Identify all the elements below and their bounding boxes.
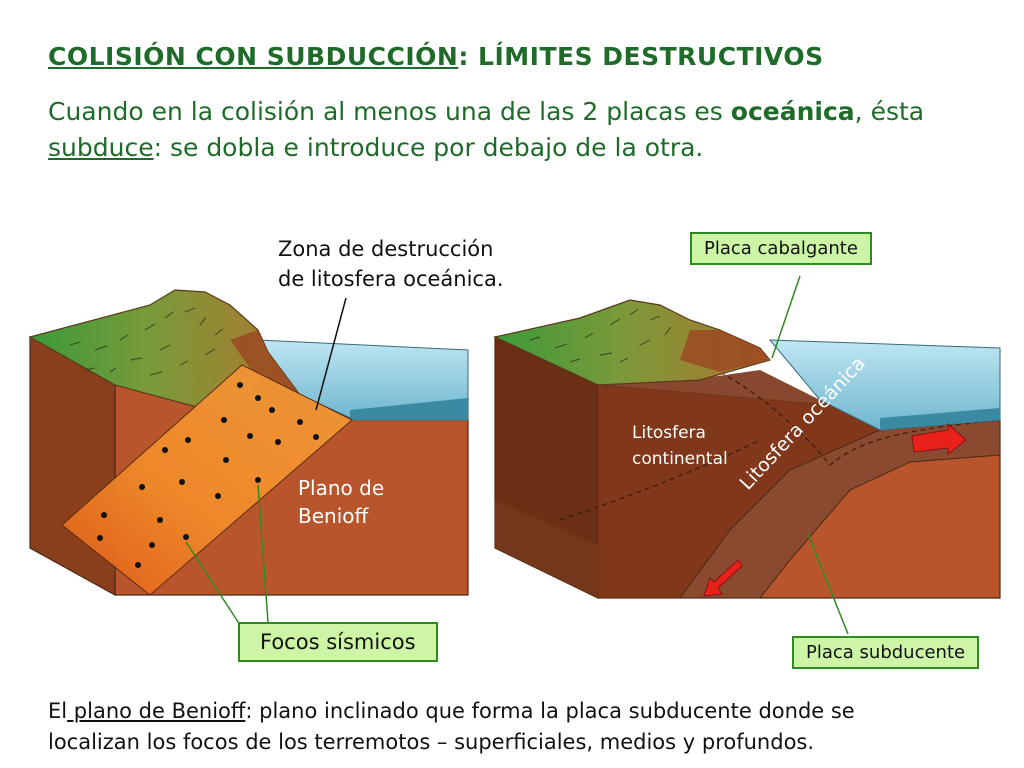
placa-subducente-box: Placa subducente xyxy=(792,636,980,669)
left-sea-front xyxy=(350,398,468,420)
focus-dot xyxy=(221,417,227,423)
slab-top-dashed xyxy=(559,439,761,521)
benioff-plane xyxy=(61,364,353,596)
right-terrain-lines xyxy=(529,308,672,363)
cabalgante-leader-line xyxy=(771,275,801,359)
title-underlined: COLISIÓN CON SUBDUCCIÓN xyxy=(48,42,459,71)
left-terrain-lines xyxy=(69,307,224,376)
focus-dot xyxy=(215,493,221,499)
focus-dot xyxy=(313,434,319,440)
placa-cabalgante-box: Placa cabalgante xyxy=(690,232,872,265)
focus-dot xyxy=(237,382,243,388)
focus-dot xyxy=(223,457,229,463)
focus-dot xyxy=(255,477,261,483)
focus-dot xyxy=(97,535,103,541)
benioff-label-line1: Plano de xyxy=(298,476,385,500)
continental-lithosphere xyxy=(598,370,880,598)
focus-dot xyxy=(135,562,141,568)
intro-text: Cuando en la colisión al menos una de la… xyxy=(48,94,998,166)
bottom-line1: El plano de Benioff: plano inclinado que… xyxy=(48,696,1008,727)
focus-dot xyxy=(149,542,155,548)
bottom-definition: El plano de Benioff: plano inclinado que… xyxy=(48,696,1008,758)
benioff-label-line2: Benioff xyxy=(298,504,369,528)
red-arrow-right xyxy=(911,422,967,456)
bottom-line2: localizan los focos de los terremotos – … xyxy=(48,730,815,754)
oceanic-slab xyxy=(679,419,1001,599)
plate-boundary-dashed xyxy=(719,371,1001,466)
focus-dot xyxy=(101,512,107,518)
intro-part1: Cuando en la colisión al menos una de la… xyxy=(48,97,731,126)
litosfera-continental-line1: Litosfera xyxy=(632,423,706,443)
bottom-prefix: El xyxy=(48,699,68,723)
slab-side xyxy=(495,500,598,598)
focus-dot xyxy=(255,395,261,401)
litosfera-continental-label: Litosfera continental xyxy=(632,420,728,472)
page-title: COLISIÓN CON SUBDUCCIÓN: LÍMITES DESTRUC… xyxy=(48,42,824,71)
zone-leader-line xyxy=(315,297,347,411)
left-block xyxy=(28,289,469,629)
intro-part3: : se dobla e introduce por debajo de la … xyxy=(153,133,704,162)
focus-dot xyxy=(247,433,253,439)
zone-label: Zona de destrucción de litosfera oceánic… xyxy=(278,234,504,294)
litosfera-continental-line2: continental xyxy=(632,449,728,469)
title-rest: : LÍMITES DESTRUCTIVOS xyxy=(458,42,824,71)
left-slope xyxy=(230,330,350,425)
right-sea-front xyxy=(880,408,1000,430)
focus-dot xyxy=(162,447,168,453)
red-arrow-left xyxy=(703,559,743,597)
right-block xyxy=(493,275,1001,635)
seismic-foci xyxy=(97,382,319,568)
intro-bold: oceánica xyxy=(730,97,855,126)
focus-dot xyxy=(185,437,191,443)
bottom-underlined: plano de Benioff xyxy=(67,699,246,723)
right-slope xyxy=(680,330,770,372)
subducente-leader-line xyxy=(807,533,849,635)
zone-label-line2: de litosfera oceánica. xyxy=(278,267,504,291)
benioff-label: Plano de Benioff xyxy=(298,474,384,530)
focos-leader-line-2 xyxy=(185,541,243,629)
zone-label-line1: Zona de destrucción xyxy=(278,237,494,261)
focus-dot xyxy=(297,419,303,425)
focus-dot xyxy=(139,484,145,490)
intro-underlined: subduce xyxy=(48,133,154,162)
focos-leader-line-1 xyxy=(257,484,269,623)
focus-dot xyxy=(179,479,185,485)
bottom-line1-rest: : plano inclinado que forma la placa sub… xyxy=(245,699,855,723)
focos-label-box: Focos sísmicos xyxy=(238,622,438,662)
focus-dot xyxy=(183,534,189,540)
focus-dot xyxy=(269,407,275,413)
focus-dot xyxy=(275,439,281,445)
intro-part2: , ésta xyxy=(854,97,925,126)
focus-dot xyxy=(157,517,163,523)
